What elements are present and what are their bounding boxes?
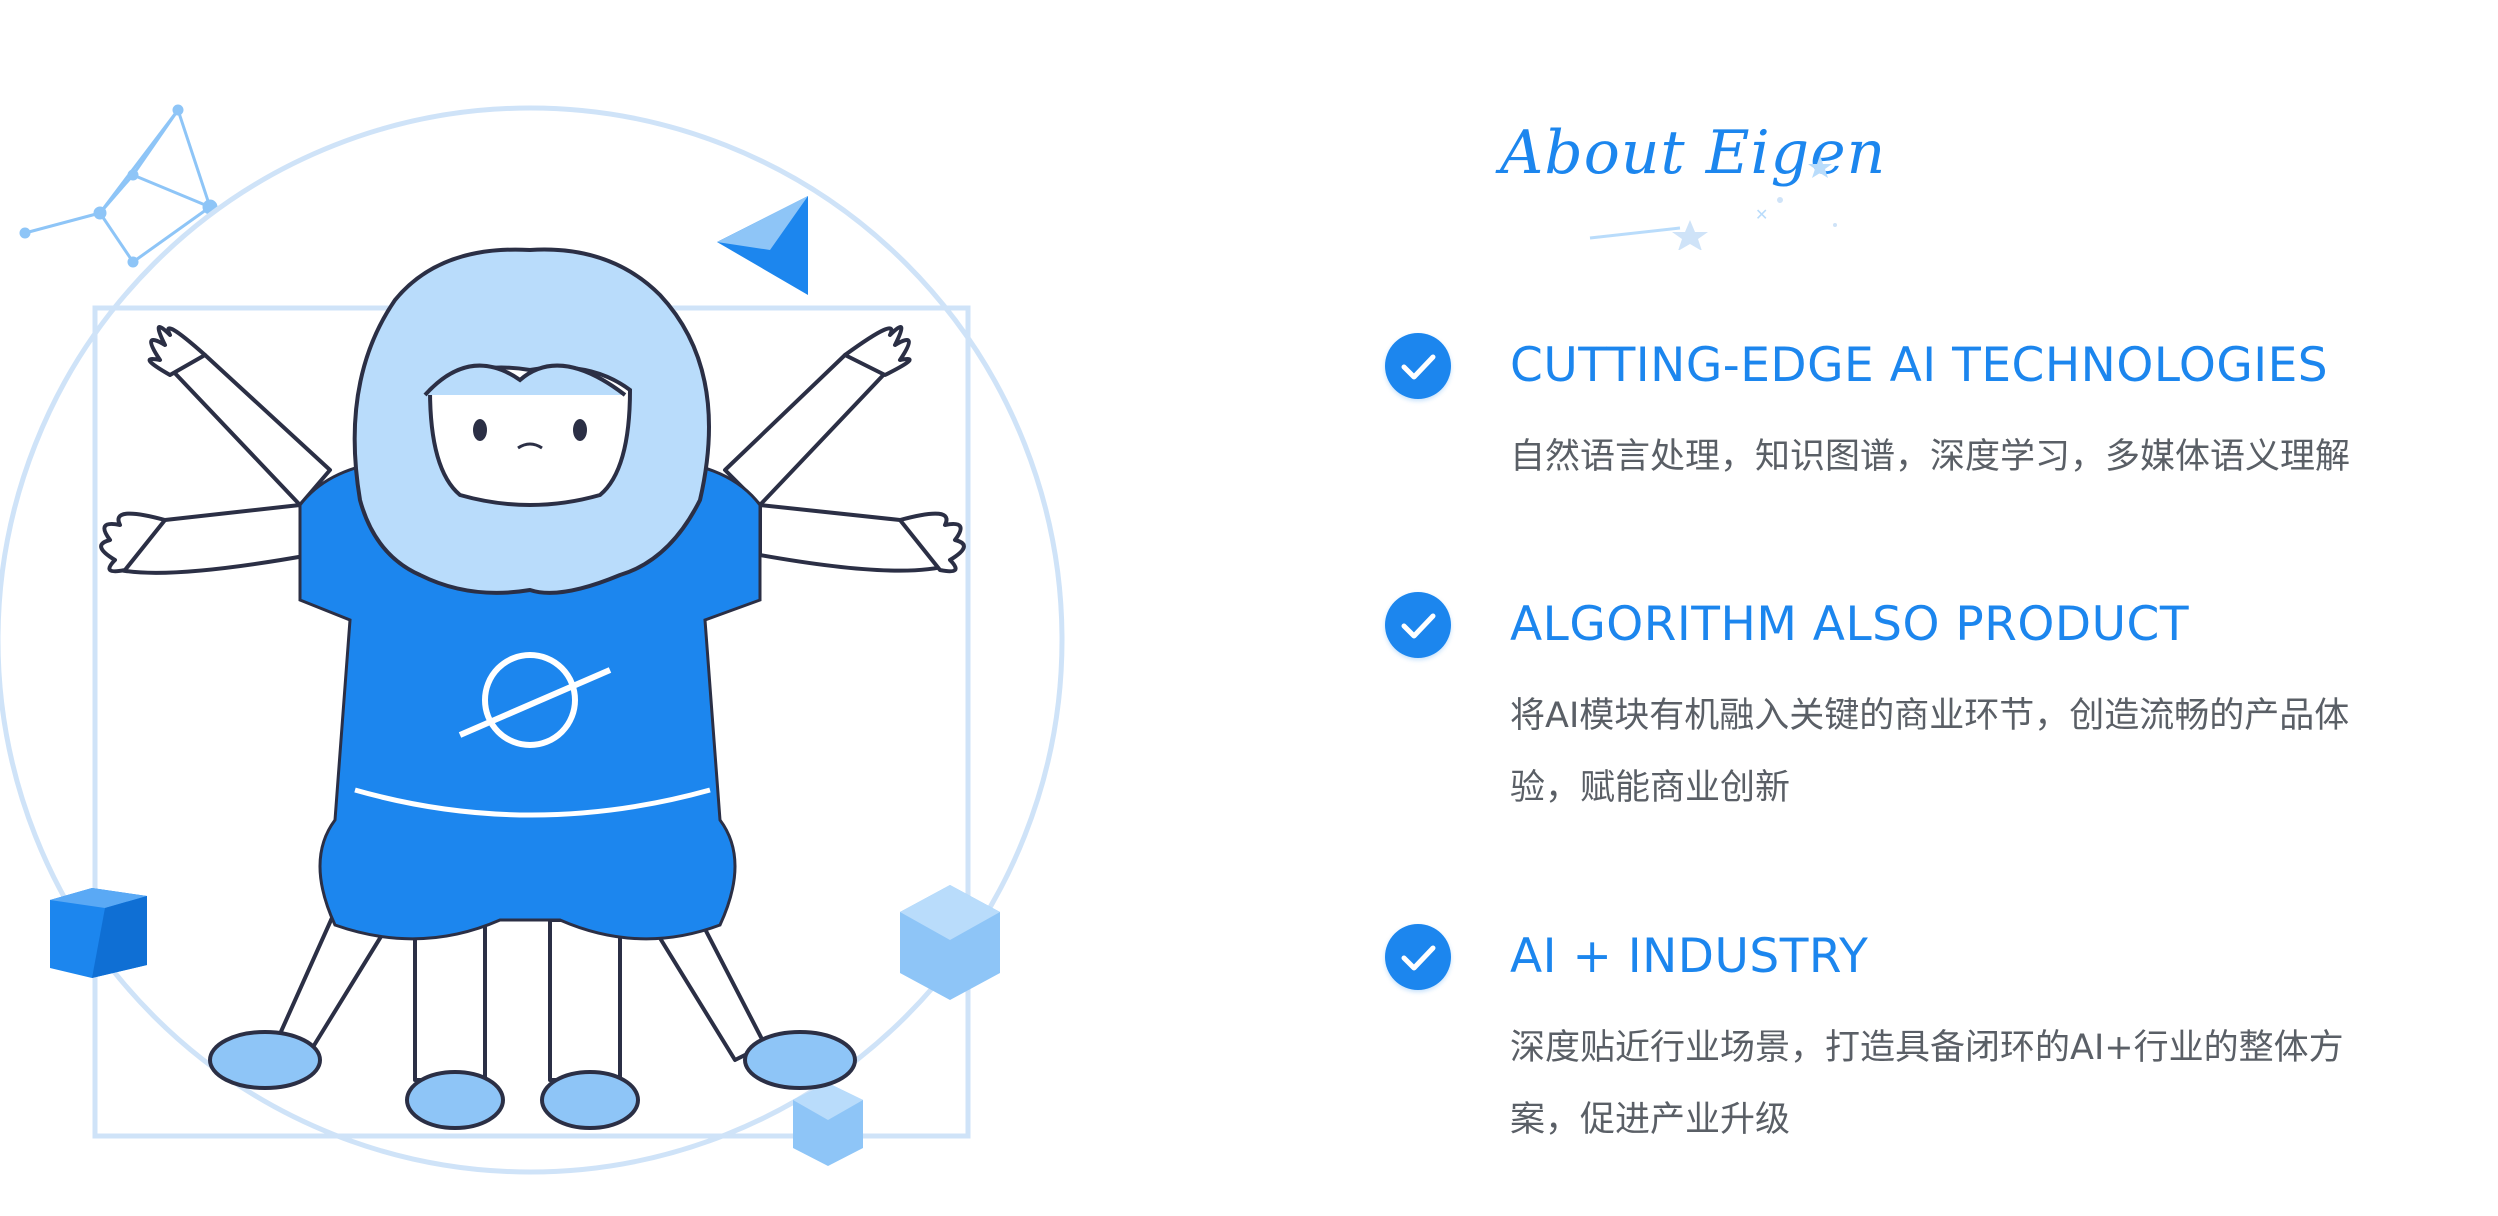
network-constellation-icon xyxy=(19,104,218,268)
mascot-illustration xyxy=(0,0,1120,1216)
feature-description: 将AI模块有机融入关键的商业环节，创造流畅的产品体验，赋能商业创新 xyxy=(1510,696,2350,808)
mascot-shirt xyxy=(298,458,762,941)
feature-title: AI + INDUSTRY xyxy=(1510,929,1869,984)
feature-description: 深度贴近行业场景，打造具备闭环的AI+行业的整体方案，促进产业升级 xyxy=(1510,1028,2344,1140)
check-circle-icon xyxy=(1385,333,1451,399)
vitruvian-circle xyxy=(0,105,1065,1175)
planet-logo-icon xyxy=(458,652,612,748)
light-cube-icon xyxy=(900,885,1000,1000)
paper-plane-icon xyxy=(717,196,808,295)
feature-title: CUTTING-EDGE AI TECHNOLOGIES xyxy=(1510,338,2329,393)
sparkle-decoration-icon: ✕ xyxy=(1589,155,1837,250)
feature-description: 自然语言处理，知识图谱，深度学习，多媒体语义理解 xyxy=(1510,437,2351,477)
small-cube-icon xyxy=(793,1083,863,1166)
svg-text:✕: ✕ xyxy=(1755,207,1768,224)
feature-title: ALGORITHM ALSO PRODUCT xyxy=(1510,597,2190,652)
check-circle-icon xyxy=(1385,592,1451,658)
mascot-head xyxy=(352,247,711,595)
page-title: About Eigen xyxy=(1500,118,1887,188)
check-circle-icon xyxy=(1385,924,1451,990)
blue-cube-icon xyxy=(50,888,147,978)
